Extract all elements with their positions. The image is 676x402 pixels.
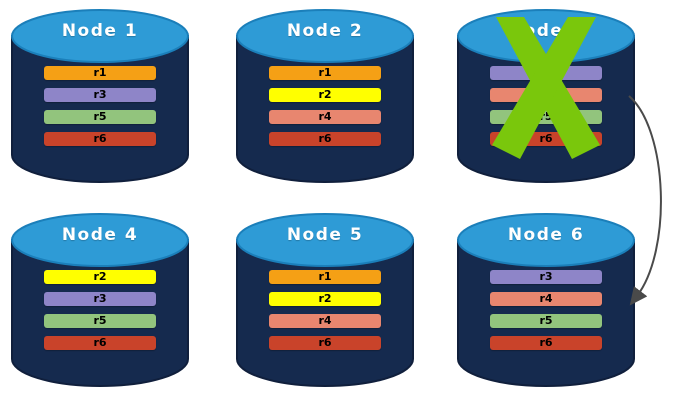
node-title: Node 4 (61, 225, 139, 245)
record-bar[interactable]: r3 (44, 292, 156, 306)
node-cylinder-6[interactable]: Node 6 r3 r4 r5 r6 (456, 212, 636, 387)
record-list: r1 r2 r4 r6 (269, 66, 381, 146)
record-bar[interactable]: r4 (490, 292, 602, 306)
record-bar[interactable]: r1 (44, 66, 156, 80)
record-list: r3 r4 r5 r6 (490, 270, 602, 350)
record-list: r2 r3 r5 r6 (44, 270, 156, 350)
record-bar[interactable]: r6 (269, 132, 381, 146)
record-bar[interactable]: r4 (490, 88, 602, 102)
record-bar[interactable]: r6 (269, 336, 381, 350)
record-bar[interactable]: r5 (490, 314, 602, 328)
node-title: Node 1 (61, 21, 139, 41)
node-title: Node 3 (507, 21, 585, 41)
record-bar[interactable]: r4 (269, 314, 381, 328)
record-bar[interactable]: r5 (490, 110, 602, 124)
record-bar[interactable]: r2 (44, 270, 156, 284)
record-bar[interactable]: r2 (269, 292, 381, 306)
record-bar[interactable]: r1 (269, 270, 381, 284)
record-list: r1 r2 r4 r6 (269, 270, 381, 350)
record-list: r3 r4 r5 r6 (490, 66, 602, 146)
record-bar[interactable]: r1 (269, 66, 381, 80)
record-bar[interactable]: r3 (490, 270, 602, 284)
node-cylinder-1[interactable]: Node 1 r1 r3 r5 r6 (10, 8, 190, 183)
record-bar[interactable]: r6 (44, 132, 156, 146)
record-bar[interactable]: r4 (269, 110, 381, 124)
record-bar[interactable]: r5 (44, 110, 156, 124)
node-cylinder-3[interactable]: Node 3 r3 r4 r5 r6 (456, 8, 636, 183)
record-bar[interactable]: r3 (490, 66, 602, 80)
node-title: Node 2 (286, 21, 364, 41)
node-cylinder-2[interactable]: Node 2 r1 r2 r4 r6 (235, 8, 415, 183)
record-bar[interactable]: r6 (490, 132, 602, 146)
node-cylinder-4[interactable]: Node 4 r2 r3 r5 r6 (10, 212, 190, 387)
node-cylinder-5[interactable]: Node 5 r1 r2 r4 r6 (235, 212, 415, 387)
record-bar[interactable]: r2 (269, 88, 381, 102)
record-list: r1 r3 r5 r6 (44, 66, 156, 146)
node-title: Node 5 (286, 225, 364, 245)
record-bar[interactable]: r6 (490, 336, 602, 350)
record-bar[interactable]: r3 (44, 88, 156, 102)
record-bar[interactable]: r6 (44, 336, 156, 350)
node-title: Node 6 (507, 225, 585, 245)
record-bar[interactable]: r5 (44, 314, 156, 328)
